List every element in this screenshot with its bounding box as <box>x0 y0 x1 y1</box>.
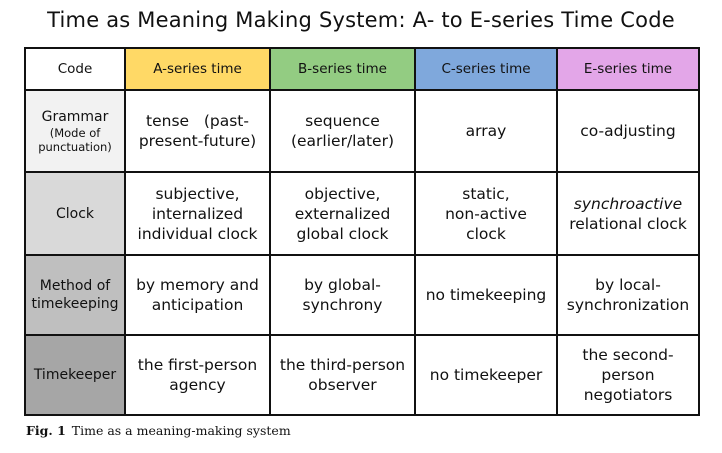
cell-grammar-c: array <box>414 89 558 173</box>
table-row-grammar: Grammar (Mode of punctuation) tense (pas… <box>24 89 700 173</box>
table-row-timekeeper: Timekeeper the first-person agency the t… <box>24 334 700 416</box>
cell-line: by local- <box>595 276 661 294</box>
cell-line: array <box>465 122 507 140</box>
time-code-table: Code A-series time B-series time C-serie… <box>24 47 700 416</box>
cell-line: sequence <box>305 112 380 130</box>
cell-timekeeper-c: no timekeeper <box>414 334 558 416</box>
row-head-line: Clock <box>55 205 95 222</box>
row-head-method: Method of timekeeping <box>24 254 126 336</box>
cell-clock-c: static, non-active clock <box>414 171 558 256</box>
cell-line: externalized <box>294 204 391 223</box>
cell-line: objective, <box>304 184 381 203</box>
cell-line: internalized <box>151 204 244 223</box>
cell-line: static, <box>462 184 510 203</box>
cell-line: the first-person <box>137 356 258 374</box>
cell-grammar-b: sequence (earlier/later) <box>269 89 416 173</box>
row-head-line: Timekeeper <box>33 367 117 383</box>
header-row: Code A-series time B-series time C-serie… <box>24 47 700 91</box>
cell-line: person <box>601 366 655 384</box>
row-head-timekeeper: Timekeeper <box>24 334 126 416</box>
cell-line: the second- <box>582 346 674 364</box>
row-head-sub-line: (Mode of <box>49 126 101 140</box>
cell-line: no timekeeping <box>425 286 547 304</box>
cell-line: anticipation <box>151 296 244 314</box>
row-head-clock: Clock <box>24 171 126 256</box>
cell-line: non-active <box>445 204 527 223</box>
row-head-line: Grammar <box>41 109 109 125</box>
cell-timekeeper-e: the second- person negotiators <box>556 334 700 416</box>
cell-line: by global- <box>304 276 381 294</box>
cell-line: (earlier/later) <box>290 132 395 150</box>
row-head-grammar: Grammar (Mode of punctuation) <box>24 89 126 173</box>
cell-line: observer <box>308 376 377 394</box>
cell-line: present-future) <box>138 132 257 150</box>
cell-line: negotiators <box>583 386 673 404</box>
cell-line: by memory and <box>136 276 259 294</box>
cell-line: no timekeeper <box>429 366 543 384</box>
cell-line-italic: synchroactive <box>573 194 683 213</box>
cell-line: clock <box>466 224 506 243</box>
cell-clock-a: subjective, internalized individual cloc… <box>124 171 271 256</box>
cell-method-b: by global- synchrony <box>269 254 416 336</box>
row-head-line: Method of <box>39 278 111 294</box>
cell-method-c: no timekeeping <box>414 254 558 336</box>
cell-line: individual clock <box>137 224 258 243</box>
cell-timekeeper-a: the first-person agency <box>124 334 271 416</box>
caption-label: Fig. 1 <box>26 423 66 438</box>
cell-line: subjective, <box>155 184 240 203</box>
cell-line: global clock <box>296 224 389 243</box>
cell-method-e: by local- synchronization <box>556 254 700 336</box>
cell-line: agency <box>169 376 226 394</box>
cell-line: co-adjusting <box>580 122 676 140</box>
cell-clock-b: objective, externalized global clock <box>269 171 416 256</box>
figure-caption: Fig. 1 Time as a meaning-making system <box>26 423 291 438</box>
cell-line: tense (past- <box>146 112 249 130</box>
cell-grammar-a: tense (past- present-future) <box>124 89 271 173</box>
header-e-series: E-series time <box>556 47 700 91</box>
cell-line: relational clock <box>569 214 687 233</box>
cell-clock-e: synchroactive relational clock <box>556 171 700 256</box>
header-b-series: B-series time <box>269 47 416 91</box>
cell-line: synchronization <box>566 296 690 314</box>
header-a-series: A-series time <box>124 47 271 91</box>
row-head-line: timekeeping <box>31 296 119 312</box>
cell-line: synchrony <box>302 296 383 314</box>
table-row-method: Method of timekeeping by memory and anti… <box>24 254 700 336</box>
row-head-sub-line: punctuation) <box>38 140 112 154</box>
cell-method-a: by memory and anticipation <box>124 254 271 336</box>
header-code: Code <box>24 47 126 91</box>
cell-timekeeper-b: the third-person observer <box>269 334 416 416</box>
header-c-series: C-series time <box>414 47 558 91</box>
cell-line: the third-person <box>279 356 406 374</box>
caption-text: Time as a meaning-making system <box>71 423 291 438</box>
cell-grammar-e: co-adjusting <box>556 89 700 173</box>
figure-title: Time as Meaning Making System: A- to E-s… <box>47 8 675 32</box>
table-row-clock: Clock subjective, internalized individua… <box>24 171 700 256</box>
